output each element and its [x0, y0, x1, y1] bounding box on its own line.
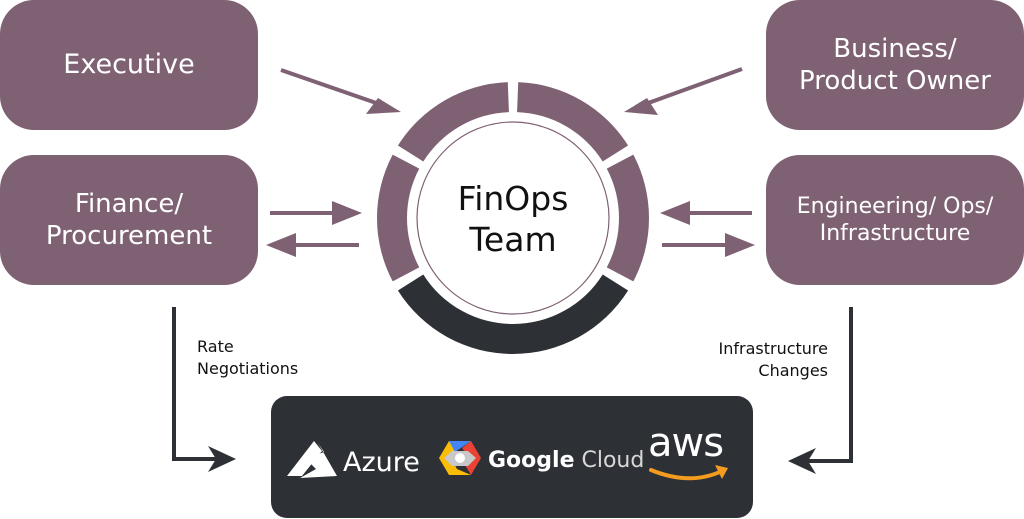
inner-circle [416, 121, 610, 315]
google-label: Google [488, 448, 575, 473]
executive-box: Executive [0, 0, 258, 130]
ring-segment-right [606, 154, 649, 282]
ring-segment-left [377, 154, 420, 282]
business-arrow [624, 67, 743, 115]
finops-ring [377, 82, 649, 354]
finance-procurement-box: Finance/ Procurement [0, 155, 258, 285]
infra-line2: Changes [758, 360, 828, 380]
ring-segment-top-left [397, 82, 509, 162]
azure-label: Azure [343, 447, 420, 478]
infra-line1: Infrastructure [718, 339, 828, 358]
engineering-ops-box: Engineering/ Ops/ Infrastructure [766, 155, 1024, 285]
ring-segment-bottom [397, 274, 629, 354]
finops-to-finance-arrow [266, 233, 359, 257]
finance-label-line2: Procurement [45, 221, 213, 251]
finops-to-engineering-arrow [662, 233, 755, 257]
rate-line2: Negotiations [197, 358, 299, 378]
rate-negotiations-note: Rate Negotiations [197, 336, 298, 379]
ring-segment-top-right [517, 82, 629, 162]
engineering-label-line2: Infrastructure [819, 221, 971, 246]
executive-label: Executive [63, 49, 195, 81]
amazon-smile-arrow-icon [649, 465, 728, 481]
finops-team-label: FinOps Team [413, 178, 613, 261]
infrastructure-changes-connector [788, 307, 853, 474]
azure-logo-icon [287, 441, 337, 478]
center-line2: Team [469, 220, 557, 260]
finance-label-line1: Finance/ [74, 188, 184, 219]
finance-to-finops-arrow [270, 201, 362, 225]
business-label-line2: Product Owner [799, 66, 991, 96]
center-line1: FinOps [457, 179, 569, 218]
engineering-to-finops-arrow [660, 201, 752, 225]
cloud-label: Cloud [581, 448, 645, 473]
executive-arrow [280, 68, 401, 114]
business-product-owner-box: Business/ Product Owner [766, 0, 1024, 130]
rate-negotiations-connector [172, 307, 236, 472]
engineering-label-line1: Engineering/ Ops/ [796, 193, 994, 219]
infrastructure-changes-note: Infrastructure Changes [700, 338, 828, 381]
google-cloud-hexagon-icon [439, 441, 481, 475]
google-cloud-label: Google Cloud [488, 448, 644, 473]
aws-label: aws [648, 420, 724, 466]
cloud-providers-panel [271, 396, 753, 518]
rate-line1: Rate [197, 337, 234, 356]
business-label-line1: Business/ [833, 33, 957, 64]
